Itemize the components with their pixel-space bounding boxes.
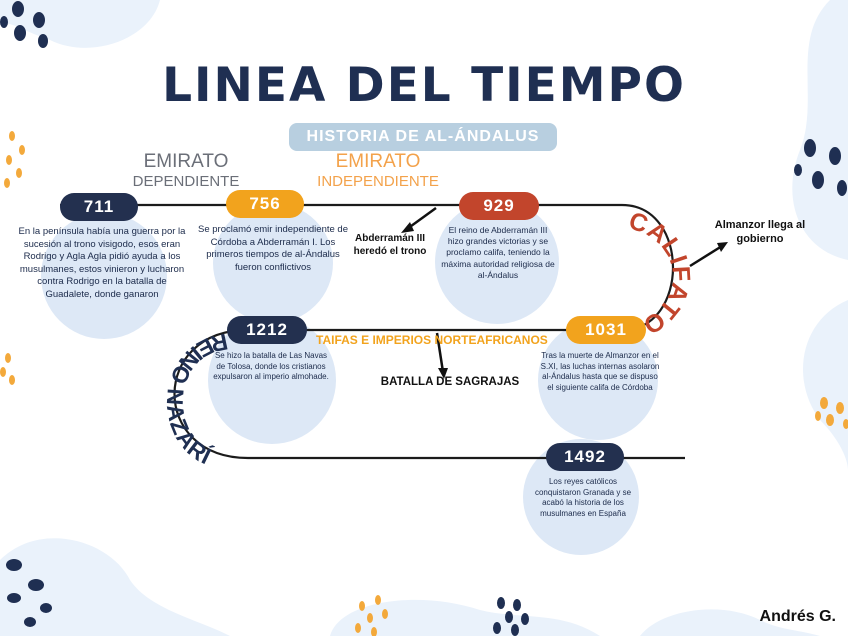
event-1212-description: Se hizo la batalla de Las Navas de Tolos… — [213, 351, 329, 382]
year-pill-756: 756 — [226, 190, 304, 218]
event-1031-description: Tras la muerte de Almanzor en el S.XI, l… — [540, 351, 660, 392]
era-line2: DEPENDIENTE — [132, 172, 240, 190]
event-711-description: En la península había una guerra por la … — [18, 226, 186, 300]
event-1492-description: Los reyes católicos conquistaron Granada… — [534, 477, 632, 518]
year-pill-929: 929 — [459, 192, 539, 220]
era-taifas: TAIFAS E IMPERIOS NORTEAFRICANOS — [316, 333, 548, 347]
note-sagrajas: BATALLA DE SAGRAJAS — [380, 376, 520, 388]
page-subtitle: HISTORIA DE AL-ÁNDALUS — [289, 123, 557, 151]
event-756-description: Se proclamó emir independiente de Córdob… — [198, 224, 348, 273]
year-pill-1212: 1212 — [227, 316, 307, 344]
era-line1: EMIRATO — [335, 151, 421, 172]
era-line2: INDEPENDIENTE — [317, 172, 439, 190]
era-emirato-independiente: EMIRATO INDEPENDIENTE — [312, 151, 444, 190]
era-emirato-dependiente: EMIRATO DEPENDIENTE — [128, 151, 244, 190]
year-pill-711: 711 — [60, 193, 138, 221]
note-almanzor: Almanzor llega al gobierno — [714, 219, 806, 246]
page-title: LINEA DEL TIEMPO — [162, 58, 686, 113]
note-abderraman: Abderramán III heredó el trono — [353, 233, 427, 257]
year-pill-1031: 1031 — [566, 316, 646, 344]
event-929-description: El reino de Abderramán III hizo grandes … — [441, 225, 555, 280]
author-signature: Andrés G. — [759, 608, 836, 625]
year-pill-1492: 1492 — [546, 443, 624, 471]
era-line1: EMIRATO — [143, 151, 229, 172]
